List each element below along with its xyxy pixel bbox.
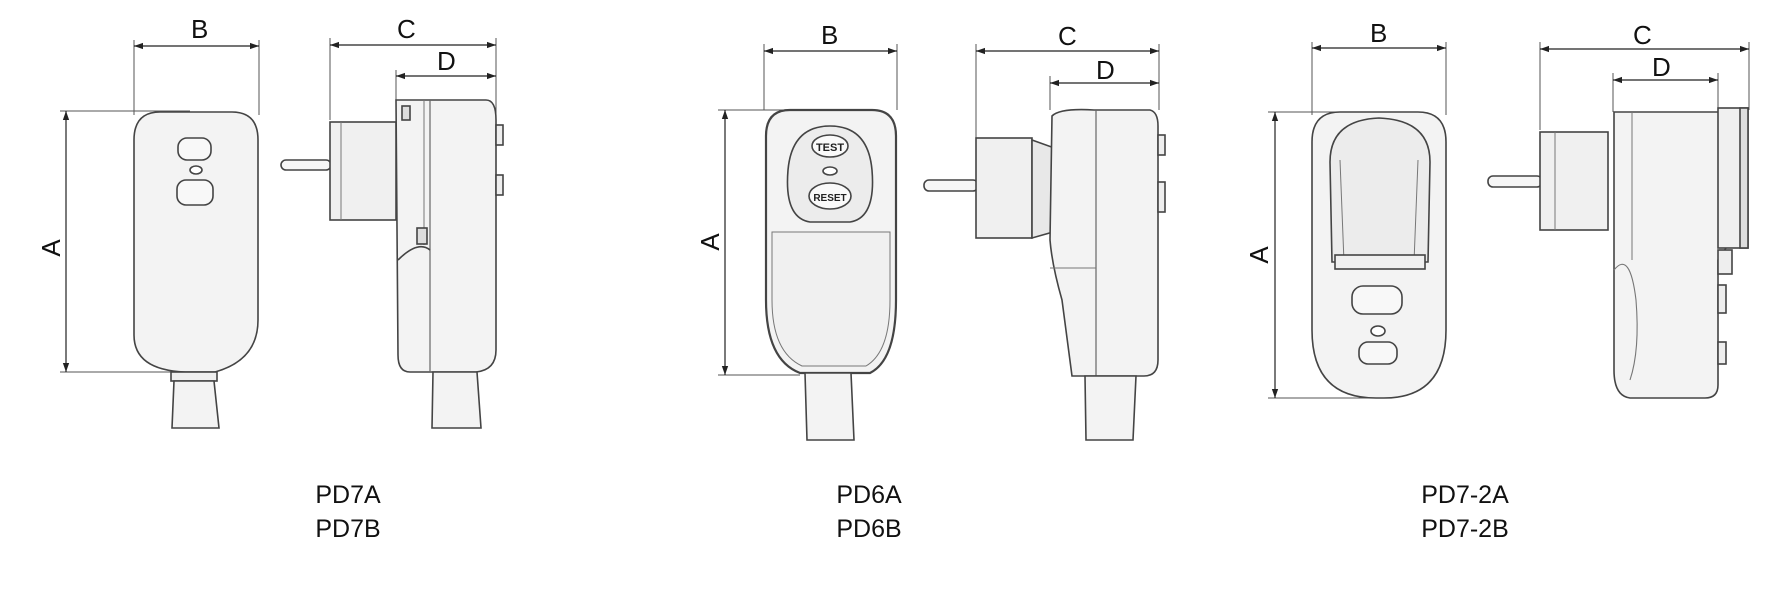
pd7-2-test-button (1351, 285, 1403, 315)
pd6-reset-label: RESET (813, 193, 846, 204)
pd6-side-view: C D (923, 21, 1166, 441)
dim-a-label: A (36, 239, 66, 257)
pd7-2-dim-d-label: D (1652, 52, 1671, 82)
dim-c-label: C (397, 14, 416, 44)
pd6-dim-a-label: A (695, 233, 725, 251)
model-label: PD7-2A (1421, 481, 1509, 509)
pd6-dim-c-label: C (1058, 21, 1077, 51)
pd7-2-side-view: C D (1487, 20, 1750, 399)
pd6-dim-d-label: D (1096, 55, 1115, 85)
model-label: PD7A (315, 481, 381, 509)
pd7-test-button (177, 137, 212, 161)
pd6-dim-b-label: B (821, 20, 838, 50)
pd7-reset-button (176, 179, 214, 206)
model-label: PD6B (836, 515, 902, 543)
pd7-2-dim-a-label: A (1244, 246, 1274, 264)
model-caption-pd6: PD6A PD6B (789, 478, 949, 546)
pd6-front-view: B A TEST RESET (695, 20, 898, 441)
dim-b-label: B (191, 14, 208, 44)
model-label: PD7B (315, 515, 381, 543)
model-label: PD6A (836, 481, 902, 509)
pd6-test-label: TEST (816, 142, 844, 154)
model-label: PD7-2B (1421, 515, 1509, 543)
pd7-cable-sleeve (171, 380, 220, 429)
pd7-2-front-view: B A (1244, 18, 1447, 399)
model-caption-pd7-2: PD7-2A PD7-2B (1385, 478, 1545, 546)
pd6-test-button (811, 134, 849, 158)
pd7-2-dim-c-label: C (1633, 20, 1652, 50)
model-caption-pd7: PD7A PD7B (268, 478, 428, 546)
pd7-front-view: B A (36, 14, 260, 429)
pd7-2-dim-b-label: B (1370, 18, 1387, 48)
dim-d-label: D (437, 46, 456, 76)
pd7-side-view: C D (280, 14, 504, 429)
pd7-2-reset-button (1358, 341, 1398, 365)
pd6-reset-button (808, 182, 852, 210)
